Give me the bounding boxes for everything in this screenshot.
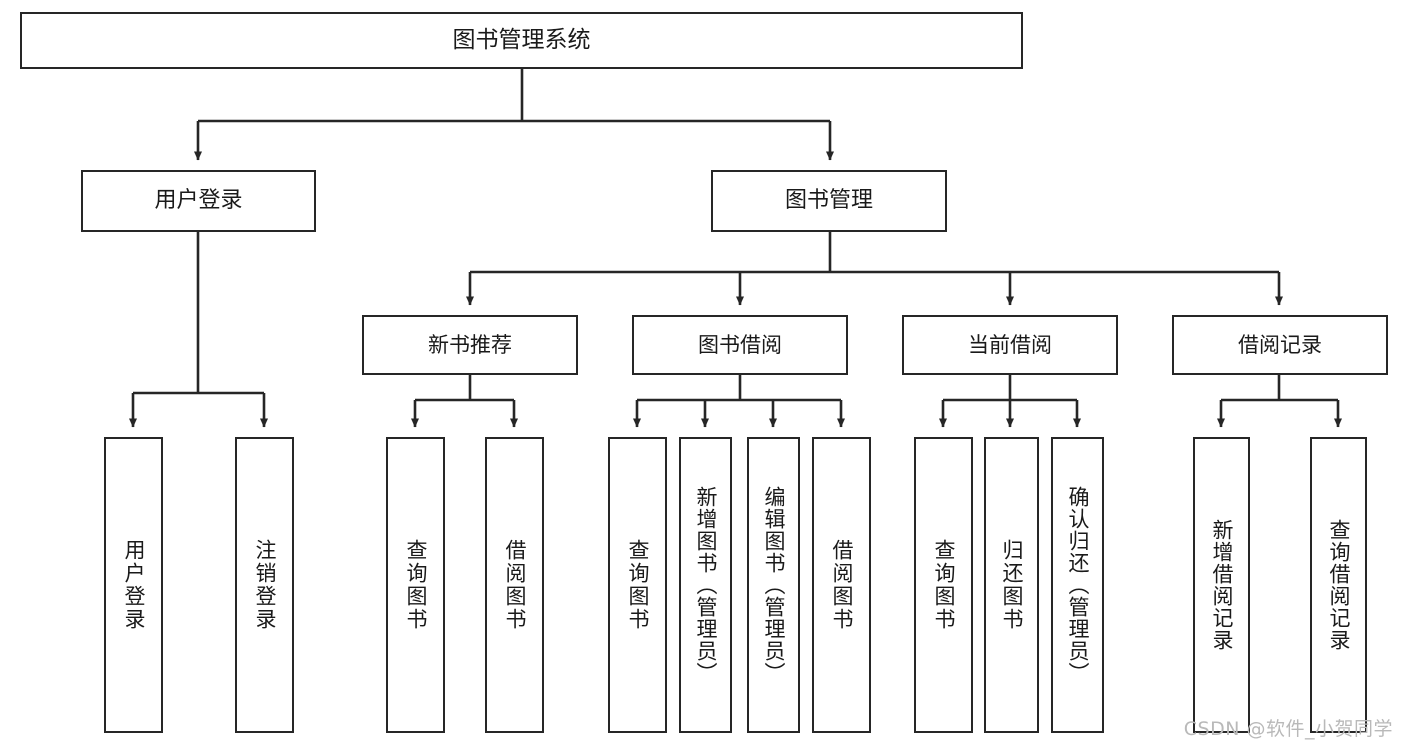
- node-leaf-query-book-1-label: 查询图书: [404, 539, 428, 631]
- node-leaf-query-book-2[interactable]: 查询图书: [608, 437, 667, 733]
- node-current-borrow-label: 当前借阅: [968, 332, 1052, 357]
- node-book-borrow[interactable]: 图书借阅: [632, 315, 848, 375]
- node-user-login[interactable]: 用户登录: [81, 170, 316, 232]
- node-leaf-borrow-book-1-label: 借阅图书: [503, 539, 527, 631]
- node-user-login-label: 用户登录: [154, 188, 243, 214]
- node-leaf-return-book-label: 归还图书: [1000, 539, 1024, 631]
- node-book-manage-label: 图书管理: [784, 188, 873, 214]
- node-leaf-query-book-2-label: 查询图书: [626, 539, 650, 631]
- node-leaf-confirm-return-label: 确认归还（管理员）: [1066, 486, 1090, 684]
- node-current-borrow[interactable]: 当前借阅: [902, 315, 1118, 375]
- node-leaf-confirm-return[interactable]: 确认归还（管理员）: [1051, 437, 1104, 733]
- node-leaf-query-book-3-label: 查询图书: [932, 539, 956, 631]
- node-leaf-borrow-book-2[interactable]: 借阅图书: [812, 437, 871, 733]
- node-leaf-query-record-label: 查询借阅记录: [1327, 519, 1351, 651]
- node-root[interactable]: 图书管理系统: [20, 12, 1023, 69]
- node-new-book-recommend-label: 新书推荐: [428, 332, 512, 357]
- node-leaf-add-record[interactable]: 新增借阅记录: [1193, 437, 1250, 733]
- node-leaf-logout-label: 注销登录: [253, 539, 277, 631]
- node-leaf-query-book-1[interactable]: 查询图书: [386, 437, 445, 733]
- watermark-text: CSDN @软件_小贺同学: [1183, 718, 1393, 740]
- node-leaf-add-record-label: 新增借阅记录: [1210, 519, 1234, 651]
- node-book-manage[interactable]: 图书管理: [711, 170, 947, 232]
- node-leaf-edit-book[interactable]: 编辑图书（管理员）: [747, 437, 800, 733]
- node-root-label: 图书管理系统: [452, 27, 591, 54]
- node-leaf-return-book[interactable]: 归还图书: [984, 437, 1039, 733]
- node-book-borrow-label: 图书借阅: [698, 332, 782, 357]
- node-leaf-user-login-label: 用户登录: [122, 539, 146, 631]
- node-leaf-query-book-3[interactable]: 查询图书: [914, 437, 973, 733]
- node-leaf-query-record[interactable]: 查询借阅记录: [1310, 437, 1367, 733]
- node-leaf-user-login[interactable]: 用户登录: [104, 437, 163, 733]
- node-leaf-add-book[interactable]: 新增图书（管理员）: [679, 437, 732, 733]
- node-leaf-add-book-label: 新增图书（管理员）: [694, 486, 718, 684]
- node-borrow-record[interactable]: 借阅记录: [1172, 315, 1388, 375]
- node-new-book-recommend[interactable]: 新书推荐: [362, 315, 578, 375]
- node-borrow-record-label: 借阅记录: [1238, 332, 1322, 357]
- node-leaf-edit-book-label: 编辑图书（管理员）: [762, 486, 786, 684]
- node-leaf-borrow-book-2-label: 借阅图书: [830, 539, 854, 631]
- node-leaf-logout[interactable]: 注销登录: [235, 437, 294, 733]
- node-leaf-borrow-book-1[interactable]: 借阅图书: [485, 437, 544, 733]
